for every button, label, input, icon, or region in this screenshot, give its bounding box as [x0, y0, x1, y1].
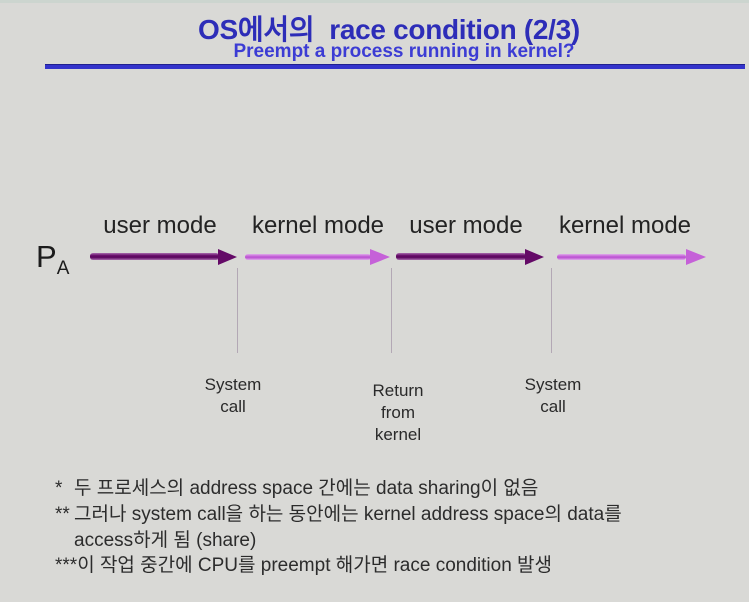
- kernel-mode-arrowhead-2: [686, 249, 706, 265]
- note-text-1: 두 프로세스의 address space 간에는 data sharing이 …: [74, 478, 539, 499]
- kernel-mode-arrow-2: [557, 254, 686, 260]
- note-marker-4: ***: [55, 555, 78, 576]
- event-label-system-call-1: System call: [204, 375, 262, 416]
- event-label-return-from-kernel: Return from kernel: [372, 381, 424, 444]
- mode-label-kernel-1: kernel mode: [251, 212, 385, 239]
- title-underline: [45, 64, 745, 69]
- note-line-3: access하게 됨 (share): [55, 525, 256, 552]
- timeline-tick-1: [237, 268, 238, 353]
- mode-label-user-1: user mode: [103, 212, 217, 239]
- note-text-4: 이 작업 중간에 CPU를 preempt 해가면 race condition…: [77, 555, 553, 576]
- page-title: OS에서의 race condition (2/3): [198, 14, 580, 45]
- note-marker-2: **: [55, 504, 70, 525]
- mode-label-user-2: user mode: [409, 212, 523, 239]
- note-line-1: * 두 프로세스의 address space 간에는 data sharing이…: [55, 473, 538, 500]
- kernel-mode-arrow-1: [245, 254, 371, 260]
- process-label: PA: [36, 239, 69, 278]
- user-mode-arrowhead-1: [218, 249, 237, 265]
- user-mode-arrow-1: [90, 253, 219, 260]
- process-subscript: A: [56, 258, 70, 280]
- note-line-4: ***이 작업 중간에 CPU를 preempt 해가면 race condit…: [55, 550, 552, 577]
- note-marker-1: *: [55, 478, 63, 499]
- user-mode-arrow-2: [396, 253, 526, 260]
- mode-label-kernel-2: kernel mode: [558, 212, 692, 239]
- note-text-3: access하게 됨 (share): [74, 530, 257, 551]
- kernel-mode-arrowhead-1: [370, 249, 390, 265]
- timeline-tick-3: [551, 268, 552, 353]
- note-text-2: 그러나 system call을 하는 동안에는 kernel address …: [74, 504, 622, 525]
- process-name: P: [36, 239, 57, 274]
- event-label-system-call-2: System call: [524, 375, 582, 416]
- user-mode-arrowhead-2: [525, 249, 544, 265]
- video-edge-artifact: [0, 0, 749, 3]
- note-line-2: **그러나 system call을 하는 동안에는 kernel addres…: [55, 499, 622, 526]
- page-subtitle: Preempt a process running in kernel?: [233, 41, 575, 62]
- timeline-tick-2: [391, 268, 392, 353]
